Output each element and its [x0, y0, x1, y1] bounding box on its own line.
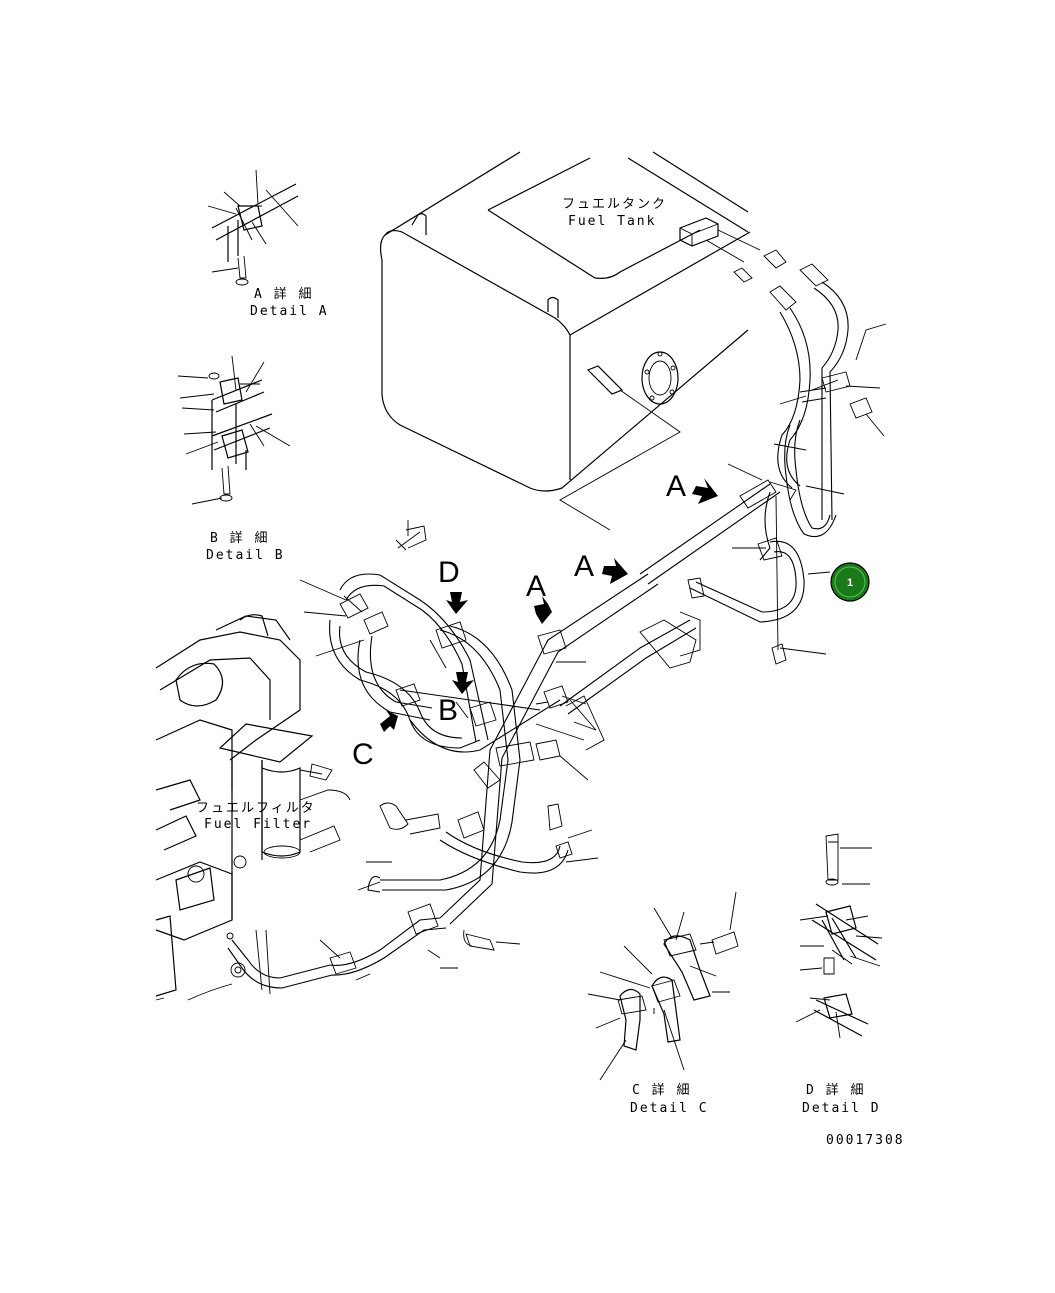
fuel-tank-label-en: Fuel Tank [568, 214, 656, 229]
detail-b-label-en: Detail B [206, 548, 285, 563]
view-letter-d: D [438, 556, 460, 589]
detail-c-drawing [587, 891, 739, 1081]
engine-block [155, 614, 351, 1001]
detail-d-label-jp: D 詳 細 [806, 1082, 865, 1098]
view-arrows [380, 478, 718, 732]
arrow-d-icon [446, 592, 468, 614]
detail-a-drawing [207, 169, 299, 286]
leader-lines [299, 323, 887, 981]
detail-c-label-jp: C 詳 細 [632, 1082, 691, 1098]
detail-b-label-jp: B 詳 細 [210, 530, 269, 546]
callout-number: 1 [847, 577, 853, 589]
view-letter-b: B [438, 694, 458, 727]
detail-d-label-en: Detail D [802, 1101, 881, 1116]
view-letter-a-lower: A [526, 570, 546, 603]
arrow-c-icon [380, 710, 398, 732]
arrow-a-lower-icon [534, 596, 552, 624]
drawing-number: 00017308 [826, 1133, 905, 1148]
arrow-a-middle-icon [602, 558, 628, 584]
view-letter-a-upper: A [666, 470, 686, 503]
detail-c-label-en: Detail C [630, 1101, 709, 1116]
arrow-a-upper-icon [692, 478, 718, 504]
view-letter-c: C [352, 738, 374, 771]
callout-1[interactable]: 1 [830, 562, 870, 602]
detail-a-label-jp: A 詳 細 [254, 286, 313, 302]
detail-d-drawing [795, 833, 883, 1039]
detail-b-drawing [177, 355, 291, 505]
detail-a-label-en: Detail A [250, 304, 329, 319]
fuel-filter-label-jp: フュエルフィルタ [196, 801, 316, 816]
callout-circle[interactable] [830, 562, 870, 602]
view-letter-a-middle: A [574, 550, 594, 583]
callout-ring [834, 566, 866, 598]
fuel-filter-label-en: Fuel Filter [204, 817, 312, 832]
arrow-b-icon [452, 672, 474, 694]
tank-hoses [439, 281, 873, 925]
fuel-tank [379, 151, 829, 531]
hose-bundle [226, 525, 605, 989]
fuel-tank-label-jp: フュエルタンク [562, 197, 667, 212]
